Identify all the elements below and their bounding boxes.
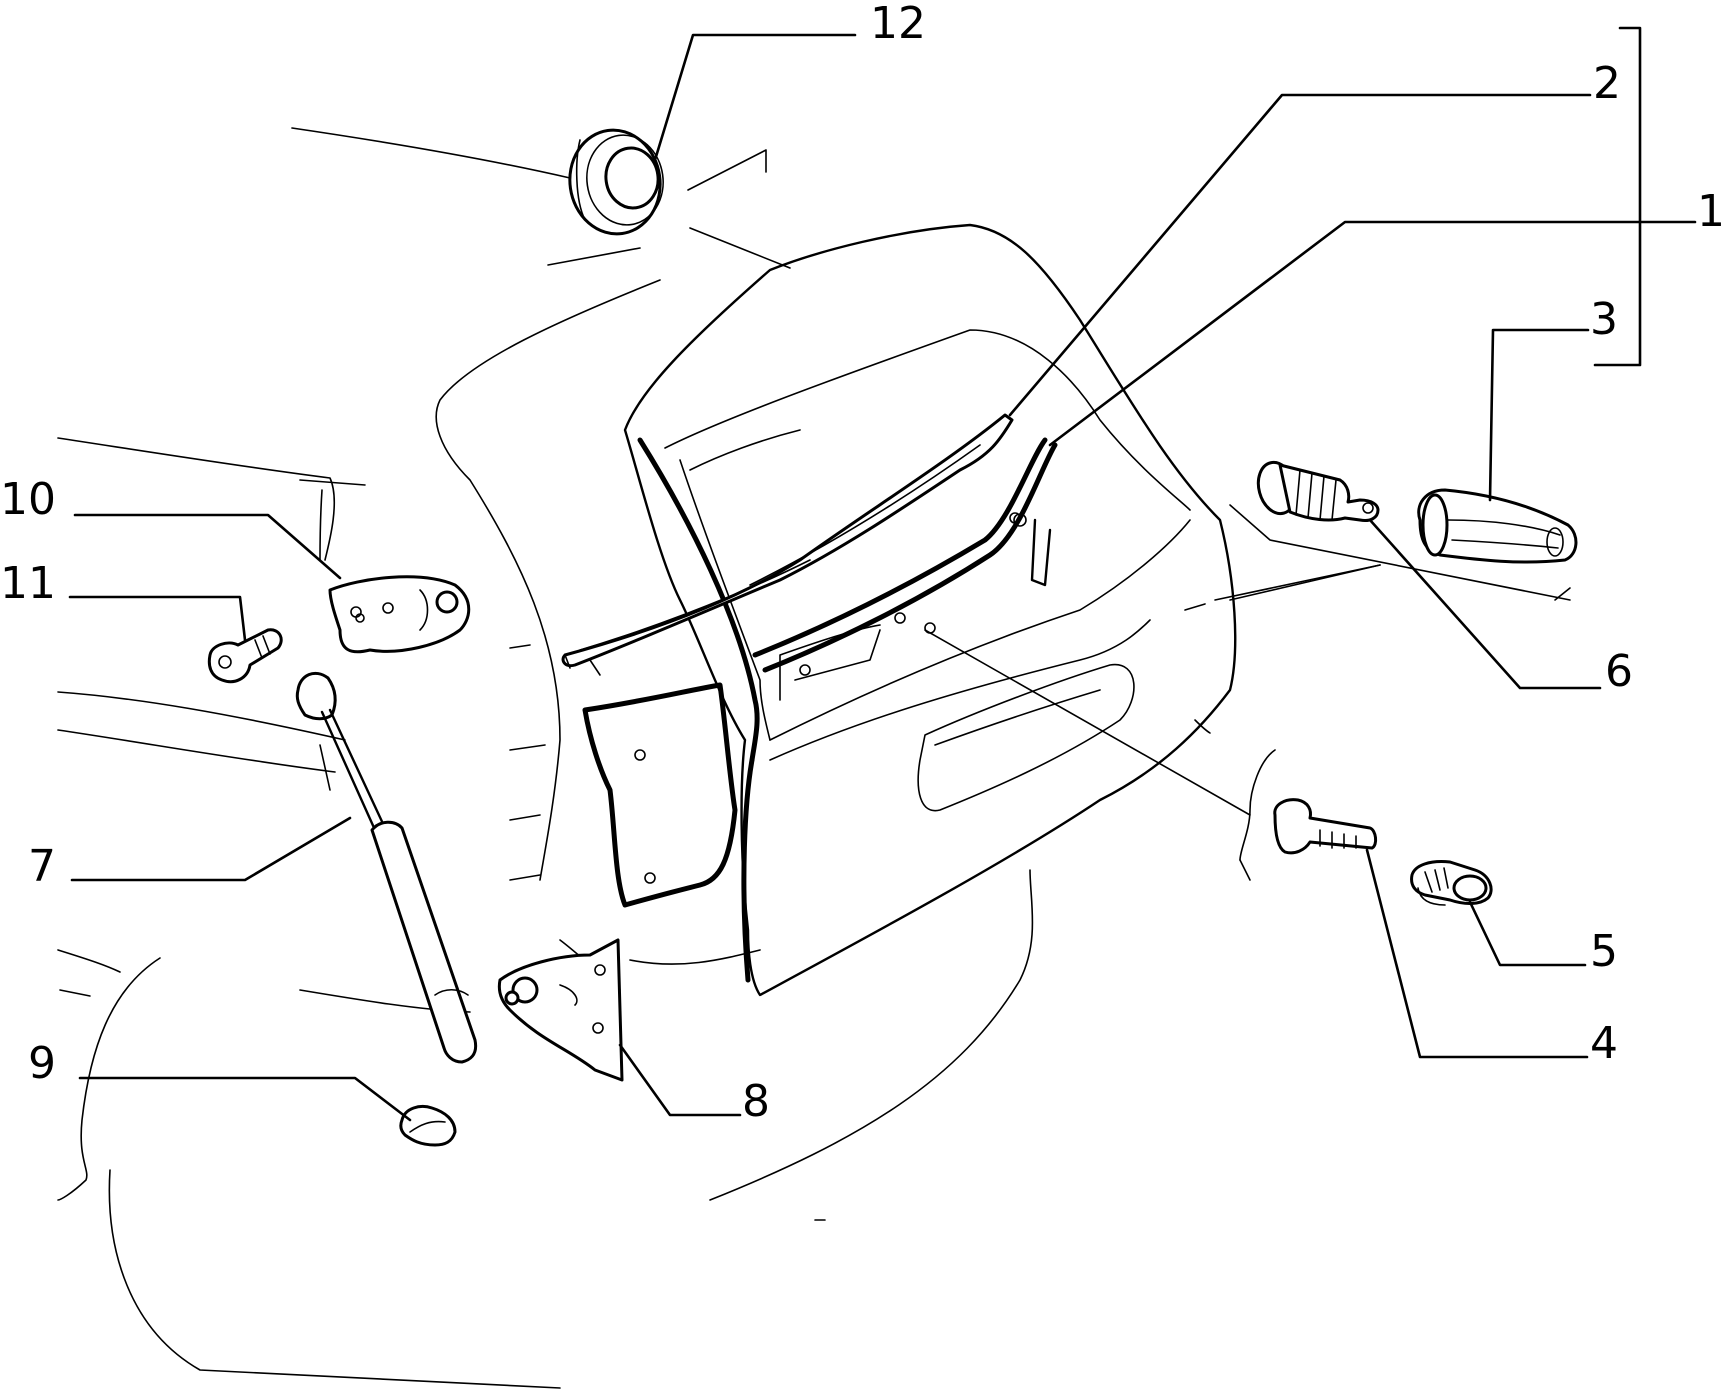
callout-4: 4 bbox=[1590, 1018, 1618, 1069]
callout-3: 3 bbox=[1590, 294, 1618, 345]
callout-10: 10 bbox=[0, 474, 56, 525]
part-12-grommet bbox=[568, 128, 664, 236]
tailgate bbox=[623, 223, 1237, 997]
part-6-bump-stop bbox=[1256, 460, 1380, 522]
trim-panel bbox=[582, 682, 738, 908]
part-1-lower-seal bbox=[752, 437, 1058, 673]
car-body-outline bbox=[57, 127, 1571, 1389]
callout-9: 9 bbox=[28, 1038, 56, 1089]
part-2-upper-seal bbox=[561, 413, 1014, 676]
part-11-bolt bbox=[207, 628, 283, 684]
leader-lines bbox=[68, 26, 1697, 1122]
callout-11: 11 bbox=[0, 558, 56, 609]
part-5-clip bbox=[1410, 860, 1493, 906]
callout-8: 8 bbox=[742, 1076, 770, 1127]
callout-7: 7 bbox=[28, 841, 56, 892]
part-8-lower-hinge bbox=[497, 938, 624, 1082]
part-7-gas-strut bbox=[295, 671, 478, 1064]
part-3-rubber-buffer bbox=[1417, 488, 1578, 564]
callout-5: 5 bbox=[1590, 926, 1618, 977]
callout-6: 6 bbox=[1605, 646, 1633, 697]
callout-1: 1 bbox=[1697, 186, 1721, 237]
callout-12: 12 bbox=[870, 0, 926, 49]
part-4-bolt bbox=[1273, 798, 1378, 855]
callout-2: 2 bbox=[1593, 58, 1621, 109]
part-9-nut bbox=[399, 1105, 457, 1147]
part-10-upper-hinge bbox=[328, 575, 471, 654]
